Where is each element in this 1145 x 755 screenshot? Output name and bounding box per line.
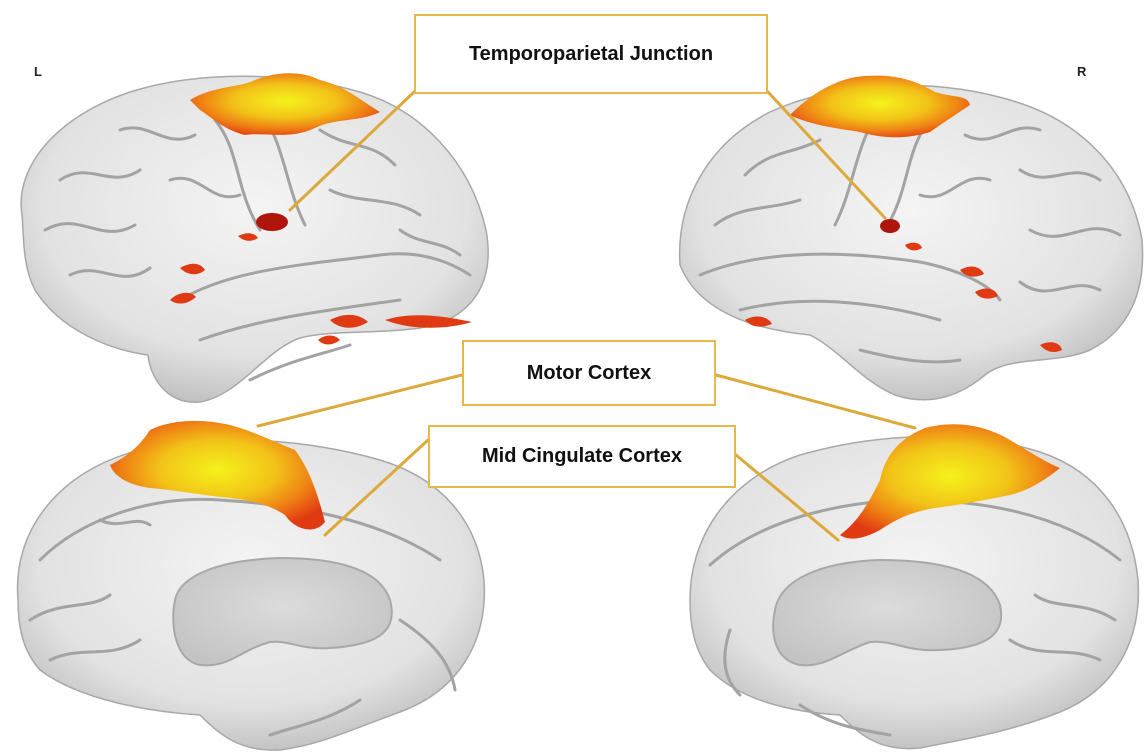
lateral-left-hemisphere xyxy=(21,73,488,402)
activation-tpj-left xyxy=(256,213,288,231)
right-hemisphere-label: R xyxy=(1077,64,1086,79)
line-motor-left xyxy=(258,375,462,426)
callout-motor-cortex: Motor Cortex xyxy=(462,340,716,406)
left-hemisphere-label: L xyxy=(34,64,42,79)
lateral-right-hemisphere xyxy=(680,76,1143,400)
callout-mid-cingulate-cortex: Mid Cingulate Cortex xyxy=(428,425,736,488)
callout-temporoparietal-junction: Temporoparietal Junction xyxy=(414,14,768,94)
medial-left-hemisphere xyxy=(17,421,484,750)
activation-tpj-right xyxy=(880,219,900,233)
